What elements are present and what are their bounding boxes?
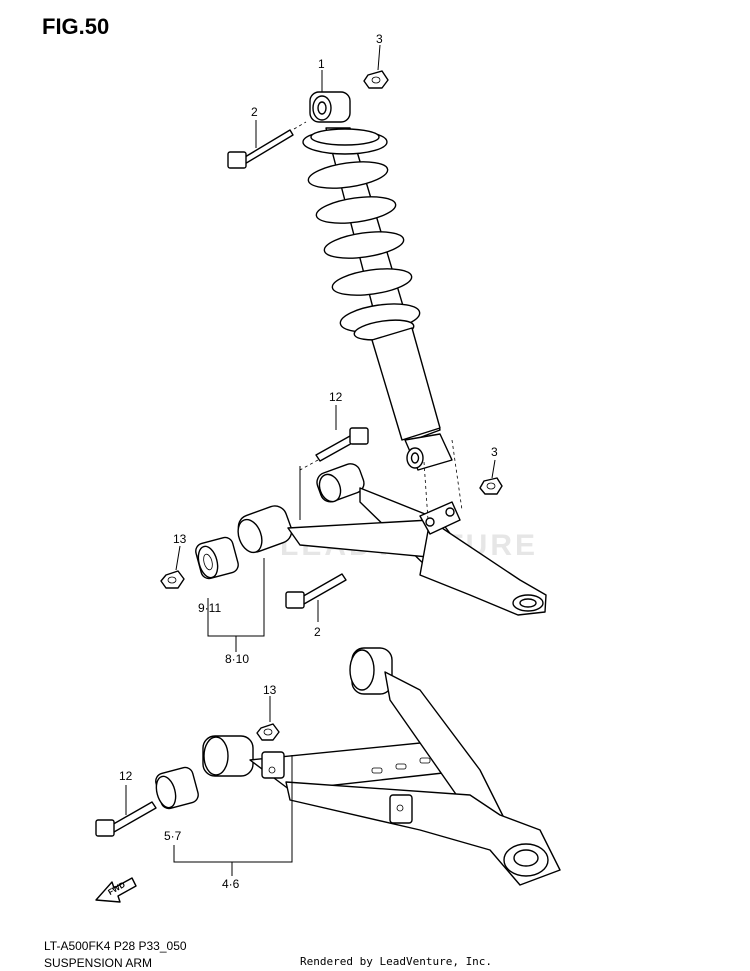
callout-lower-bush-group: 4·6 [222,877,240,891]
callout-top-nut: 3 [376,32,383,46]
credit-text: Rendered by LeadVenture, Inc. [300,955,493,968]
callout-upper-bush-group: 8·10 [225,652,249,666]
top-bolt[interactable] [227,121,307,169]
callout-shock-absorber: 1 [318,57,325,71]
figure-title: FIG.50 [42,14,110,39]
callout-upper-arm-nut: 13 [173,532,187,546]
shock-absorber[interactable] [302,91,453,471]
callout-upper-bolt: 12 [329,390,343,404]
lower-arm-nut[interactable] [256,723,280,741]
shock-spring [302,128,421,341]
callout-lower-bush-pair: 5·7 [164,829,182,843]
figure-name: SUSPENSION ARM [44,956,153,970]
lower-bushing[interactable] [153,766,200,811]
upper-arm-bolt-top[interactable] [299,427,369,471]
lower-shock-nut[interactable] [479,477,503,495]
callout-upper-arm-bolt: 2 [314,625,321,639]
callout-lower-arm-nut: 13 [263,683,277,697]
upper-arm-bolt-bottom[interactable] [285,573,347,609]
forward-arrow-icon: FWD [95,877,137,903]
callout-upper-bush-pair: 9·11 [198,601,221,615]
top-nut[interactable] [363,70,389,89]
callout-top-bolt: 2 [251,105,258,119]
callout-lower-shock-nut: 3 [491,445,498,459]
lower-suspension-arm[interactable] [202,647,561,886]
figure-code: LT-A500FK4 P28 P33_050 [44,939,187,953]
upper-bushing[interactable] [194,536,240,581]
lower-arm-bolt[interactable] [95,801,157,837]
callout-lower-arm-bolt: 12 [119,769,133,783]
upper-suspension-arm[interactable] [234,461,547,616]
upper-arm-nut[interactable] [160,570,185,589]
